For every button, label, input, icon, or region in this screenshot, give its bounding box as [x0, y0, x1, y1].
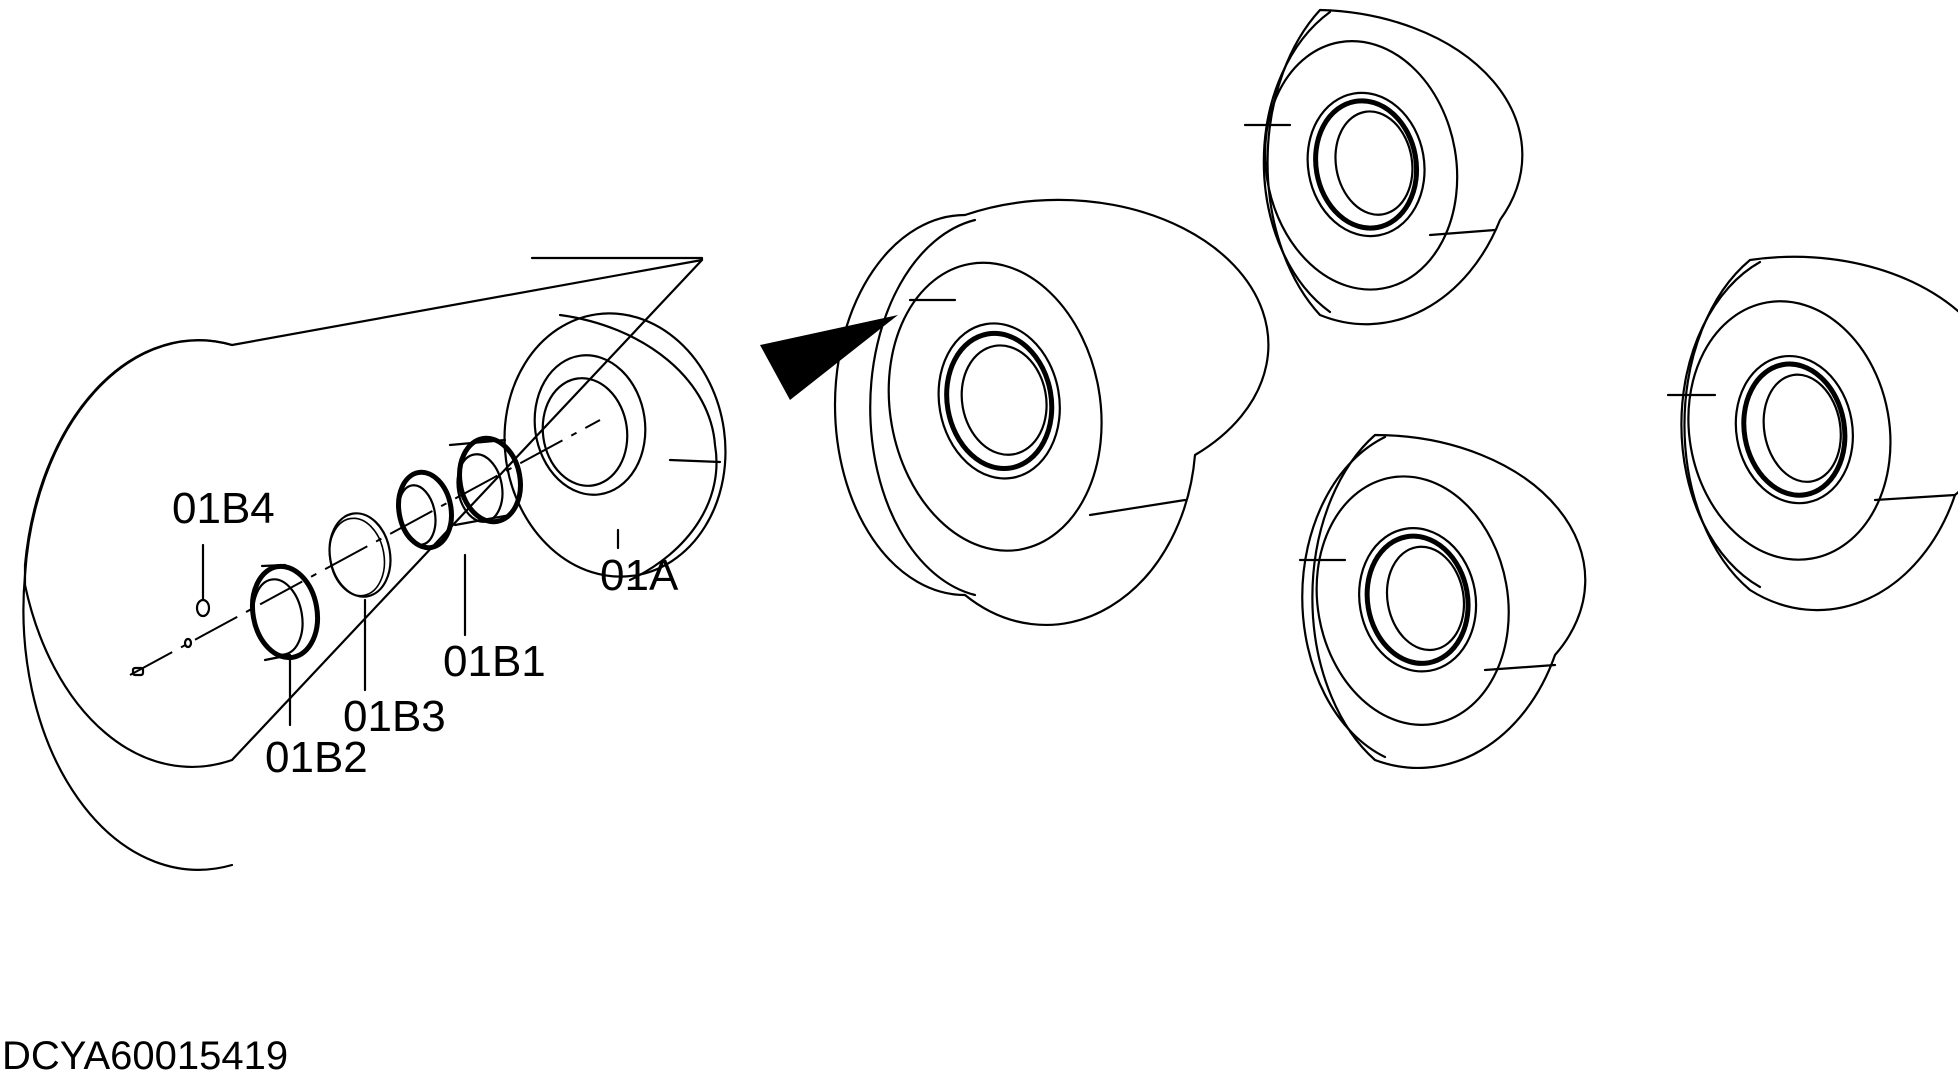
label-01B1: 01B1	[443, 637, 546, 686]
label-01B4: 01B4	[172, 484, 275, 533]
seal-01B2	[249, 563, 321, 662]
leader-lines	[201, 528, 620, 727]
tire-front-left	[833, 198, 1270, 626]
label-01B2: 01B2	[265, 733, 368, 782]
assembly-axis	[129, 419, 601, 676]
label-01A: 01A	[600, 551, 679, 600]
drawing-code: DCYA60015419	[2, 1034, 288, 1078]
detail-callout-capsule	[22, 256, 704, 871]
tire-detail-01A	[503, 312, 727, 582]
tire-rear-right	[1666, 255, 1958, 612]
tire-rear-left	[1298, 433, 1587, 770]
bushing-01B1	[396, 435, 523, 551]
tire-front-right	[1243, 8, 1524, 326]
detail-pointer	[760, 315, 898, 400]
ring-01B3	[328, 512, 392, 598]
label-01B3: 01B3	[343, 692, 446, 741]
